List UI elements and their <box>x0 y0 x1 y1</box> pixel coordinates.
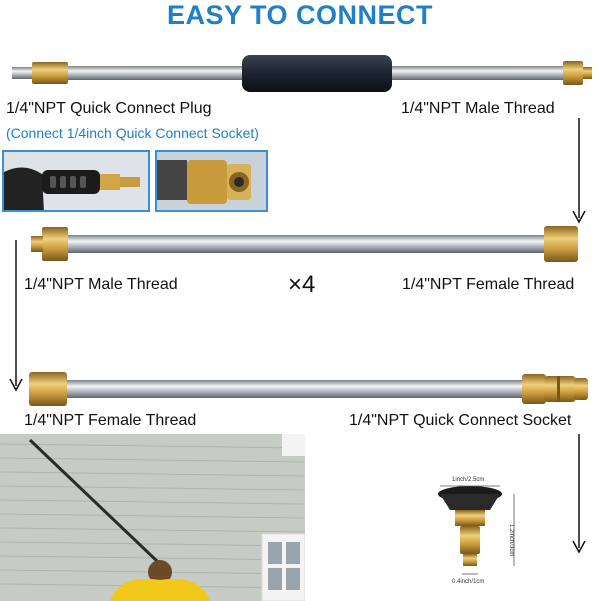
label-qc-plug: 1/4"NPT Quick Connect Plug <box>6 100 212 117</box>
label-male-thread-top: 1/4"NPT Male Thread <box>401 100 555 117</box>
male-thread-end <box>583 67 592 79</box>
label-qc-socket: 1/4"NPT Quick Connect Socket <box>349 412 572 429</box>
arrow-top-right <box>572 118 586 224</box>
mid-male-fitting <box>42 227 68 261</box>
label-male-thread-mid: 1/4"NPT Male Thread <box>24 276 178 293</box>
mid-tube <box>66 235 546 253</box>
arrow-middle-left <box>9 240 23 392</box>
photo-house-washing <box>0 434 305 601</box>
mid-female-fitting <box>544 226 578 262</box>
bottom-female-fitting <box>29 372 67 406</box>
extension-tube-middle <box>31 226 578 262</box>
nozzle-width-label: 1inch/2.5cm <box>452 477 485 483</box>
male-thread-fitting <box>563 61 583 85</box>
page-title: EASY TO CONNECT <box>166 0 434 30</box>
nozzle-base-label: 0.4inch/1cm <box>452 579 485 585</box>
label-female-thread-mid: 1/4"NPT Female Thread <box>402 276 575 293</box>
wand-grip <box>242 55 392 92</box>
nozzle-height-label: 1.2inch/3cm <box>508 524 514 557</box>
label-female-thread-bottom: 1/4"NPT Female Thread <box>24 412 197 429</box>
extension-tube-bottom <box>29 372 588 406</box>
wand-with-grip <box>12 55 592 92</box>
photo-socket-connection <box>155 150 268 212</box>
label-quantity: ×4 <box>288 271 316 298</box>
qc-plug-tip <box>12 67 34 79</box>
bottom-tube <box>66 380 528 398</box>
qc-plug-fitting <box>32 62 68 84</box>
qc-socket-body <box>522 374 546 404</box>
photo-plug-connection <box>2 150 150 212</box>
label-qc-plug-note: (Connect 1/4inch Quick Connect Socket) <box>6 125 259 141</box>
